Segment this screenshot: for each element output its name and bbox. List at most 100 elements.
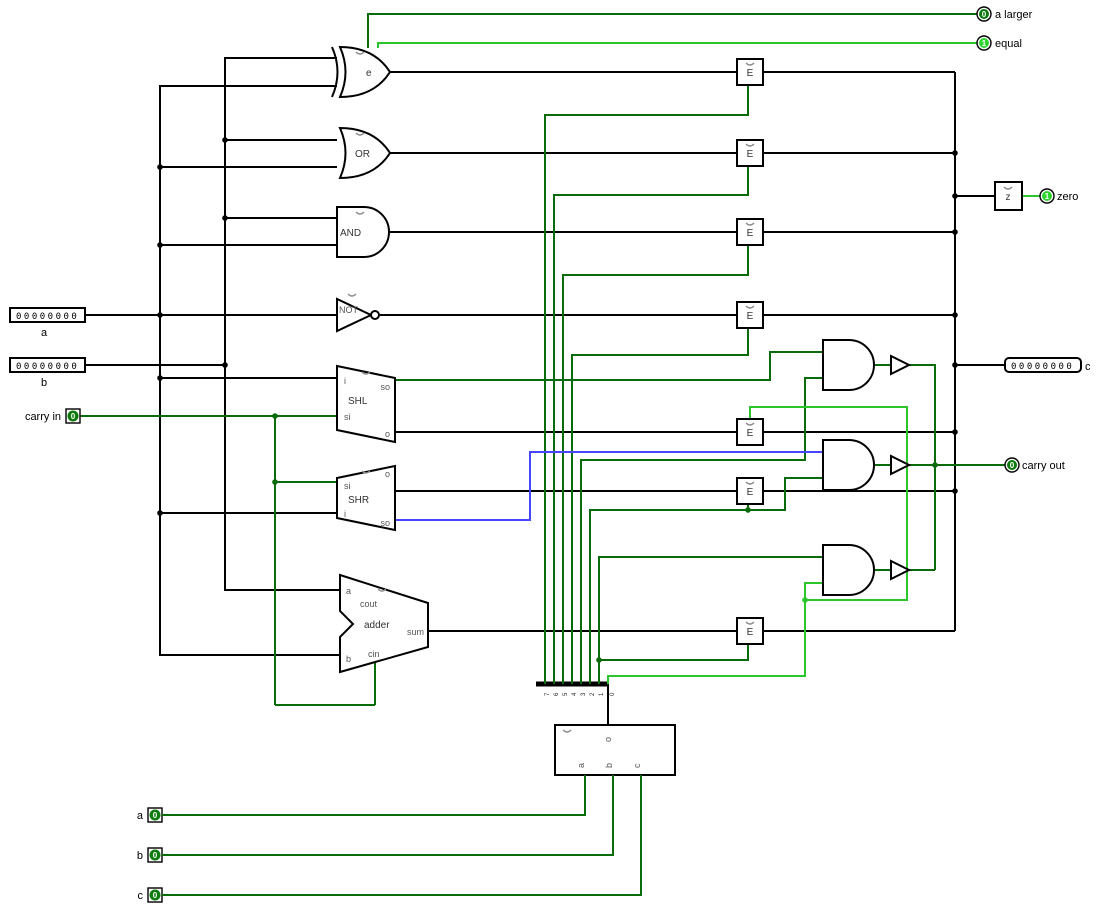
enable-buffer-2[interactable]: E bbox=[736, 139, 764, 167]
orientation-notch bbox=[745, 305, 755, 309]
wire-floating-shr-shiftout bbox=[395, 451, 823, 521]
adder-port-b: b bbox=[346, 654, 351, 664]
buffer-gate-3[interactable] bbox=[890, 559, 912, 581]
shr-port-si: si bbox=[344, 481, 351, 491]
orientation-notch bbox=[355, 51, 365, 55]
input-pin-sel-a[interactable]: 0 bbox=[147, 807, 163, 823]
not-label: NOT bbox=[339, 305, 359, 315]
decoder-port-c: c bbox=[632, 763, 642, 768]
orientation-notch bbox=[562, 729, 572, 733]
buffer-gate-2[interactable] bbox=[890, 454, 912, 476]
wire-decoder-enables bbox=[544, 85, 823, 684]
or-gate[interactable]: OR bbox=[338, 126, 392, 180]
sel-c-label: c bbox=[138, 890, 144, 902]
adder-port-sum: sum bbox=[407, 627, 424, 637]
shr-port-o: o bbox=[385, 469, 390, 479]
carry-and-gate-3[interactable] bbox=[822, 544, 875, 596]
wire-carry-in-net bbox=[80, 415, 376, 706]
sel-b-value: 0 bbox=[153, 851, 158, 860]
enable-label: E bbox=[747, 487, 754, 498]
enable-buffer-3[interactable]: E bbox=[736, 218, 764, 246]
orientation-notch bbox=[745, 481, 755, 485]
shr-shifter[interactable]: si o SHR i so bbox=[336, 464, 396, 532]
and-label: AND bbox=[340, 228, 361, 239]
wire-input-b-bus bbox=[85, 57, 340, 591]
input-pin-sel-c[interactable]: 0 bbox=[147, 887, 163, 903]
enable-label: E bbox=[747, 428, 754, 439]
sel-a-label: a bbox=[137, 810, 144, 822]
input-pin-sel-b[interactable]: 0 bbox=[147, 847, 163, 863]
adder-port-cout: cout bbox=[360, 599, 378, 609]
enable-label: E bbox=[747, 68, 754, 79]
wire-gate-outputs bbox=[380, 71, 737, 632]
enable-label: E bbox=[747, 627, 754, 638]
output-pin-c: 00000000 bbox=[1004, 357, 1082, 373]
shl-name: SHL bbox=[348, 396, 368, 407]
wire-junctions bbox=[157, 137, 958, 663]
carry-in-value: 0 bbox=[71, 412, 76, 421]
shl-port-o: o bbox=[385, 429, 390, 439]
splitter-bit: 4 bbox=[572, 692, 578, 696]
and-gate[interactable]: AND bbox=[336, 206, 390, 258]
enable-buffer-7[interactable]: E bbox=[736, 617, 764, 645]
enable-buffer-4[interactable]: E bbox=[736, 301, 764, 329]
enable-label: E bbox=[747, 228, 754, 239]
zero-detector-label: z bbox=[1006, 192, 1011, 203]
orientation-notch bbox=[745, 62, 755, 66]
carry-out-value: 0 bbox=[1010, 461, 1015, 470]
enable-buffer-1[interactable]: E bbox=[736, 58, 764, 86]
orientation-notch bbox=[347, 293, 357, 297]
a-larger-label: a larger bbox=[995, 9, 1033, 21]
carry-and-gate-2[interactable] bbox=[822, 439, 875, 491]
output-pin-zero: 1 bbox=[1039, 188, 1055, 204]
shl-shifter[interactable]: i so SHL si o bbox=[336, 364, 396, 444]
wire-output-bus bbox=[763, 71, 1005, 632]
adder-port-a: a bbox=[346, 586, 351, 596]
enable-label: E bbox=[747, 149, 754, 160]
enable-buffer-5[interactable]: E bbox=[736, 418, 764, 446]
decoder[interactable]: a b c o bbox=[554, 724, 676, 776]
shl-port-si: si bbox=[344, 412, 351, 422]
buffer-gate-1[interactable] bbox=[890, 354, 912, 376]
input-a-label: a bbox=[41, 327, 48, 339]
wire-active-high-net bbox=[377, 42, 1040, 684]
input-a-value: 00000000 bbox=[16, 312, 79, 322]
carry-and-gate-1[interactable] bbox=[822, 339, 875, 391]
adder[interactable]: a cout adder sum b cin bbox=[339, 573, 429, 674]
orientation-notch bbox=[355, 132, 365, 136]
adder-name: adder bbox=[364, 620, 390, 631]
wire-a-larger bbox=[367, 13, 977, 48]
shr-name: SHR bbox=[348, 495, 369, 506]
orientation-notch bbox=[377, 588, 387, 592]
input-b-label: b bbox=[41, 377, 47, 389]
or-label: OR bbox=[355, 149, 370, 160]
zero-value: 1 bbox=[1045, 192, 1050, 201]
equal-label: equal bbox=[995, 38, 1022, 50]
xor-gate[interactable]: e bbox=[331, 45, 392, 99]
orientation-notch bbox=[361, 470, 371, 474]
not-gate[interactable]: NOT bbox=[336, 293, 380, 333]
splitter-bit: 6 bbox=[554, 692, 560, 696]
inverter-bubble bbox=[370, 310, 380, 320]
decoder-port-o: o bbox=[603, 737, 613, 742]
enable-buffer-6[interactable]: E bbox=[736, 477, 764, 505]
zero-detector[interactable]: z bbox=[994, 181, 1023, 211]
decoder-port-b: b bbox=[604, 763, 614, 768]
enable-label: E bbox=[747, 311, 754, 322]
splitter-bit: 1 bbox=[599, 692, 605, 696]
input-pin-a[interactable]: 00000000 bbox=[9, 307, 86, 323]
output-pin-equal: 1 bbox=[976, 35, 992, 51]
wire-carry-out-net bbox=[873, 364, 1005, 571]
wire-input-a-bus bbox=[85, 85, 340, 656]
decoder-port-a: a bbox=[576, 763, 586, 768]
carry-in-label: carry in bbox=[25, 411, 61, 423]
splitter-bit: 0 bbox=[610, 692, 616, 696]
equal-value: 1 bbox=[982, 39, 987, 48]
orientation-notch bbox=[745, 621, 755, 625]
input-b-value: 00000000 bbox=[16, 362, 79, 372]
input-pin-b[interactable]: 00000000 bbox=[9, 357, 86, 373]
input-pin-carry-in[interactable]: 0 bbox=[65, 408, 81, 424]
orientation-notch bbox=[1003, 186, 1013, 190]
splitter-bit: 7 bbox=[545, 692, 551, 696]
